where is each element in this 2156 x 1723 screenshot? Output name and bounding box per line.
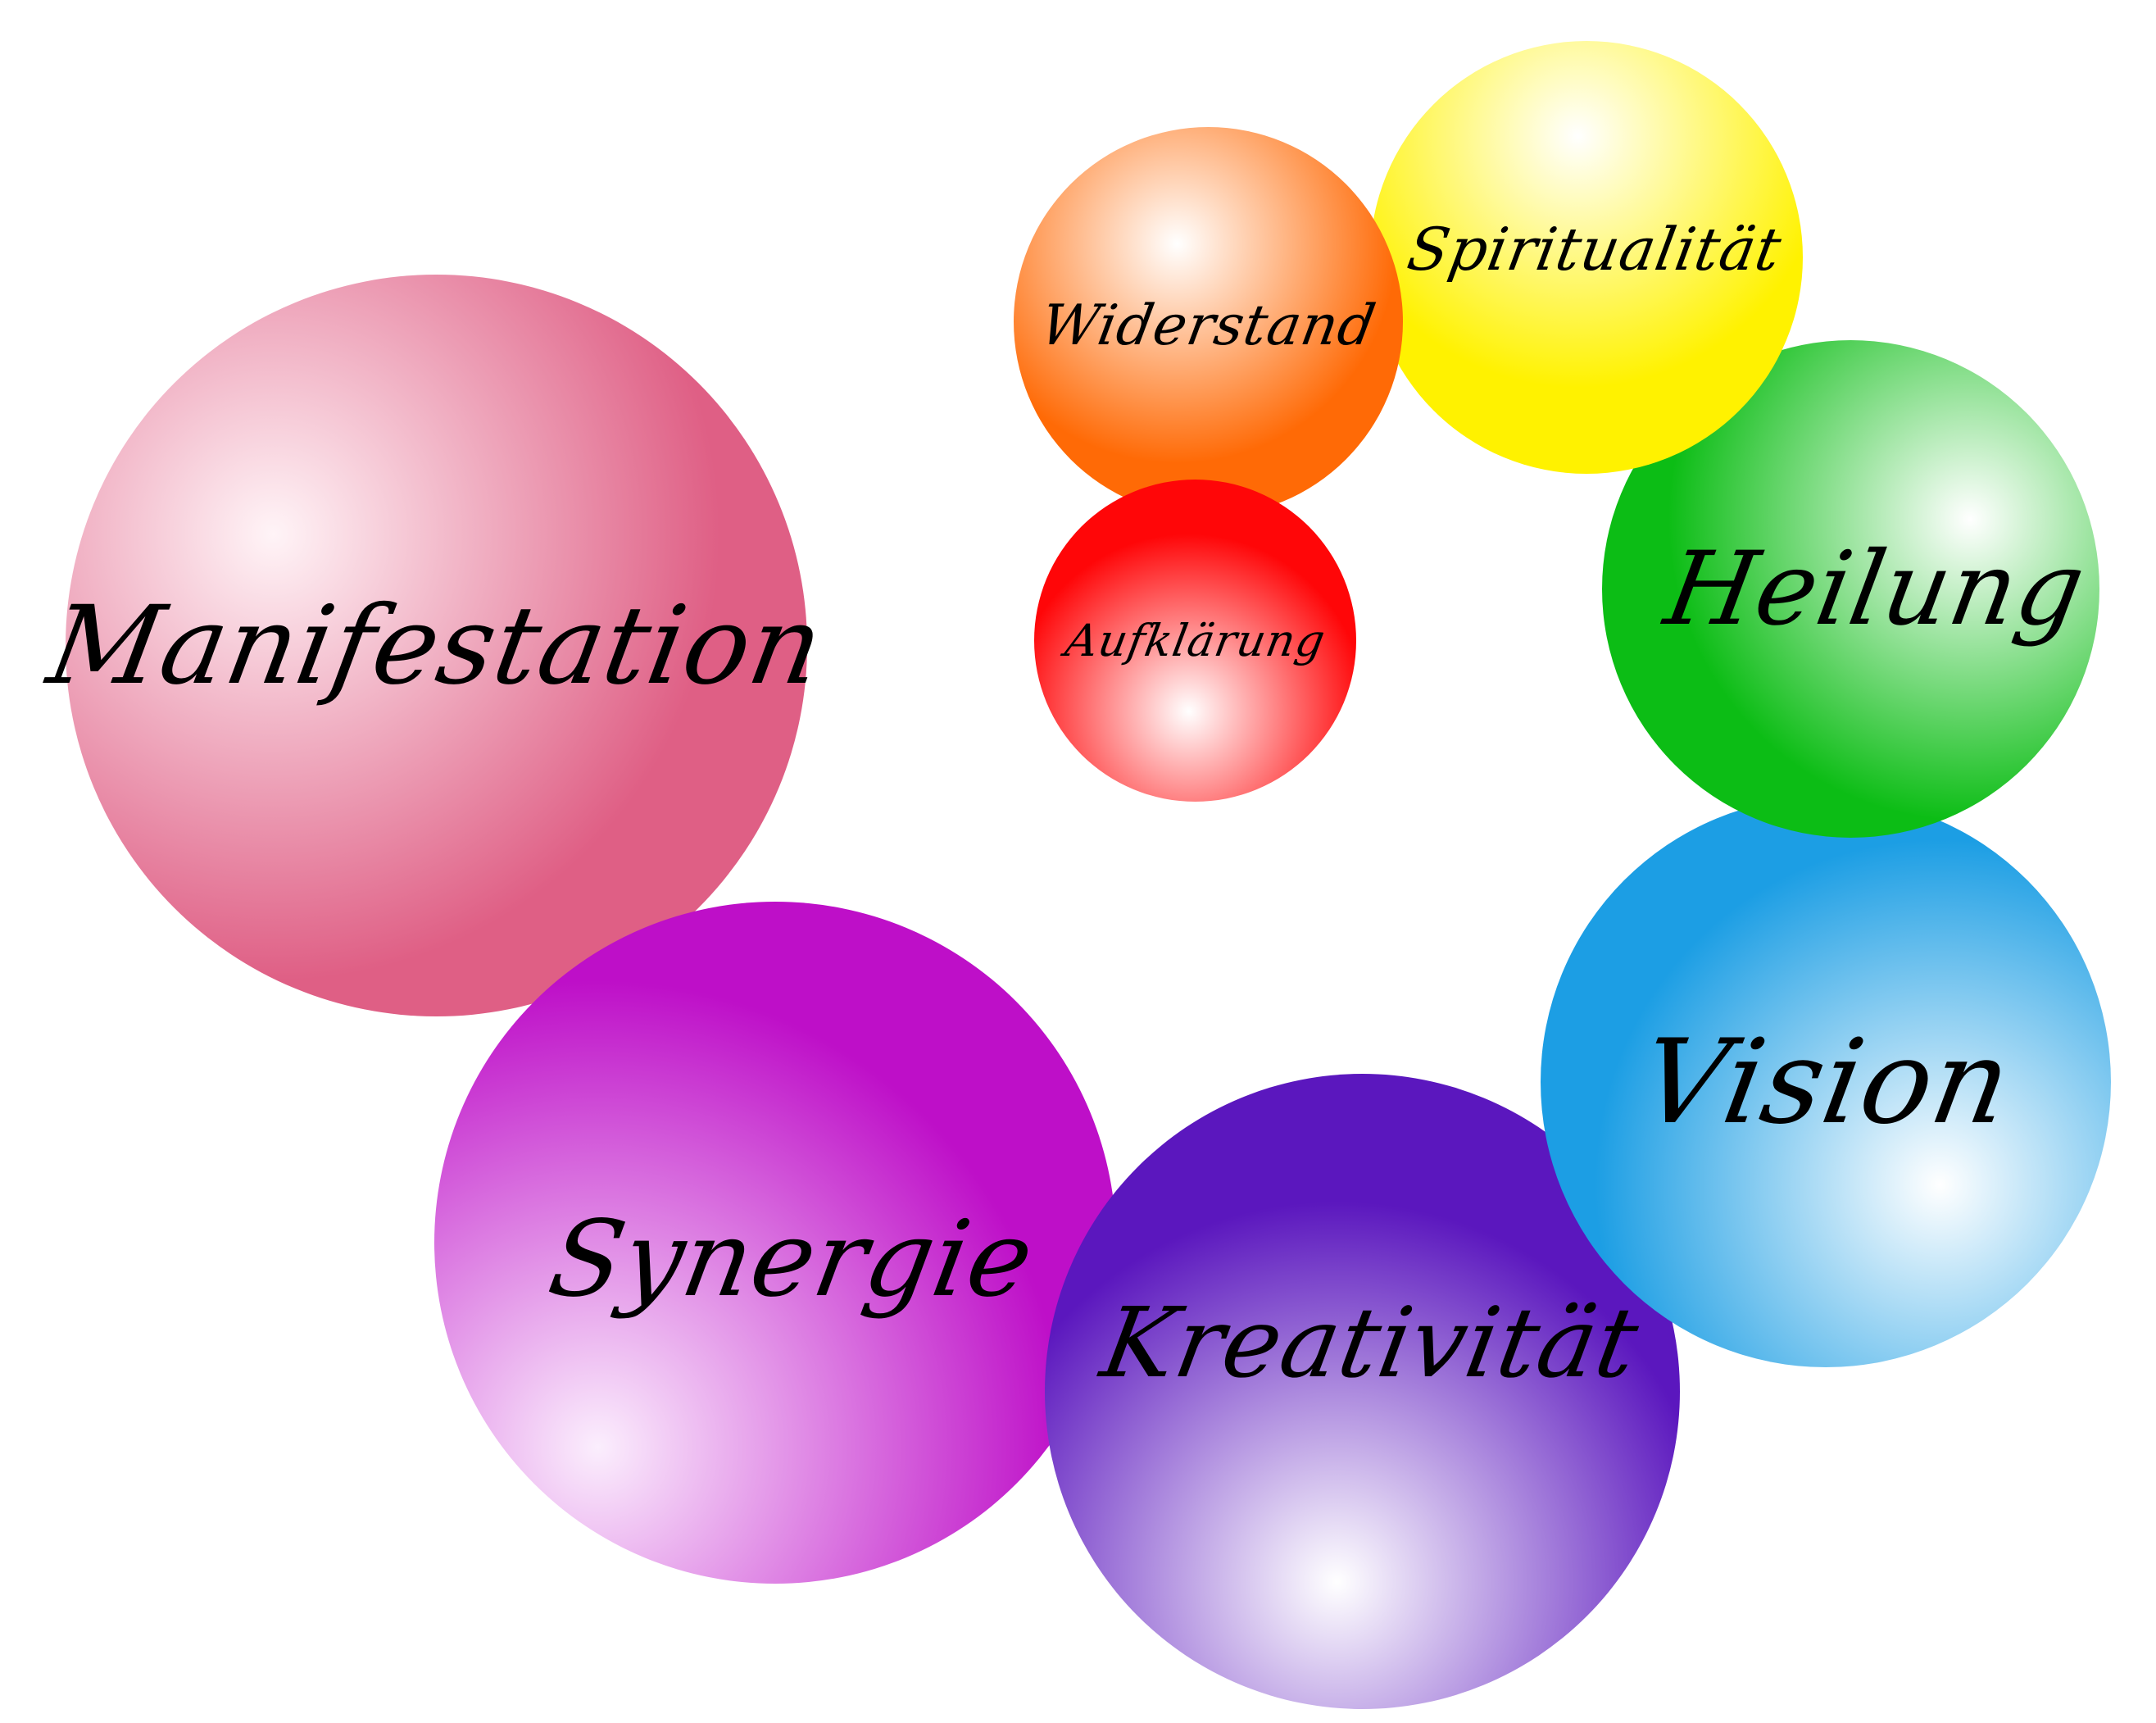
sphere-label-aufklaerung: Aufklärung (1060, 615, 1329, 666)
sphere-label-kreativitaet: Kreativität (1094, 1285, 1647, 1399)
sphere-label-widerstand: Widerstand (1036, 293, 1381, 358)
sphere-label-synergie: Synergie (540, 1198, 1043, 1321)
sphere-label-vision: Vision (1631, 1014, 2021, 1150)
sphere-manifestation: Manifestation (40, 275, 833, 1016)
sphere-label-manifestation: Manifestation (39, 582, 833, 709)
sphere-spiritualitaet: Spiritualität (1370, 41, 1803, 474)
sphere-synergie: Synergie (434, 902, 1116, 1584)
sphere-widerstand: Widerstand (1014, 127, 1403, 516)
sphere-label-spiritualitaet: Spiritualität (1402, 215, 1787, 284)
sphere-label-heilung: Heilung (1657, 530, 2094, 648)
sphere-vision: Vision (1541, 797, 2111, 1367)
sphere-aufklaerung: Aufklärung (1034, 480, 1356, 802)
